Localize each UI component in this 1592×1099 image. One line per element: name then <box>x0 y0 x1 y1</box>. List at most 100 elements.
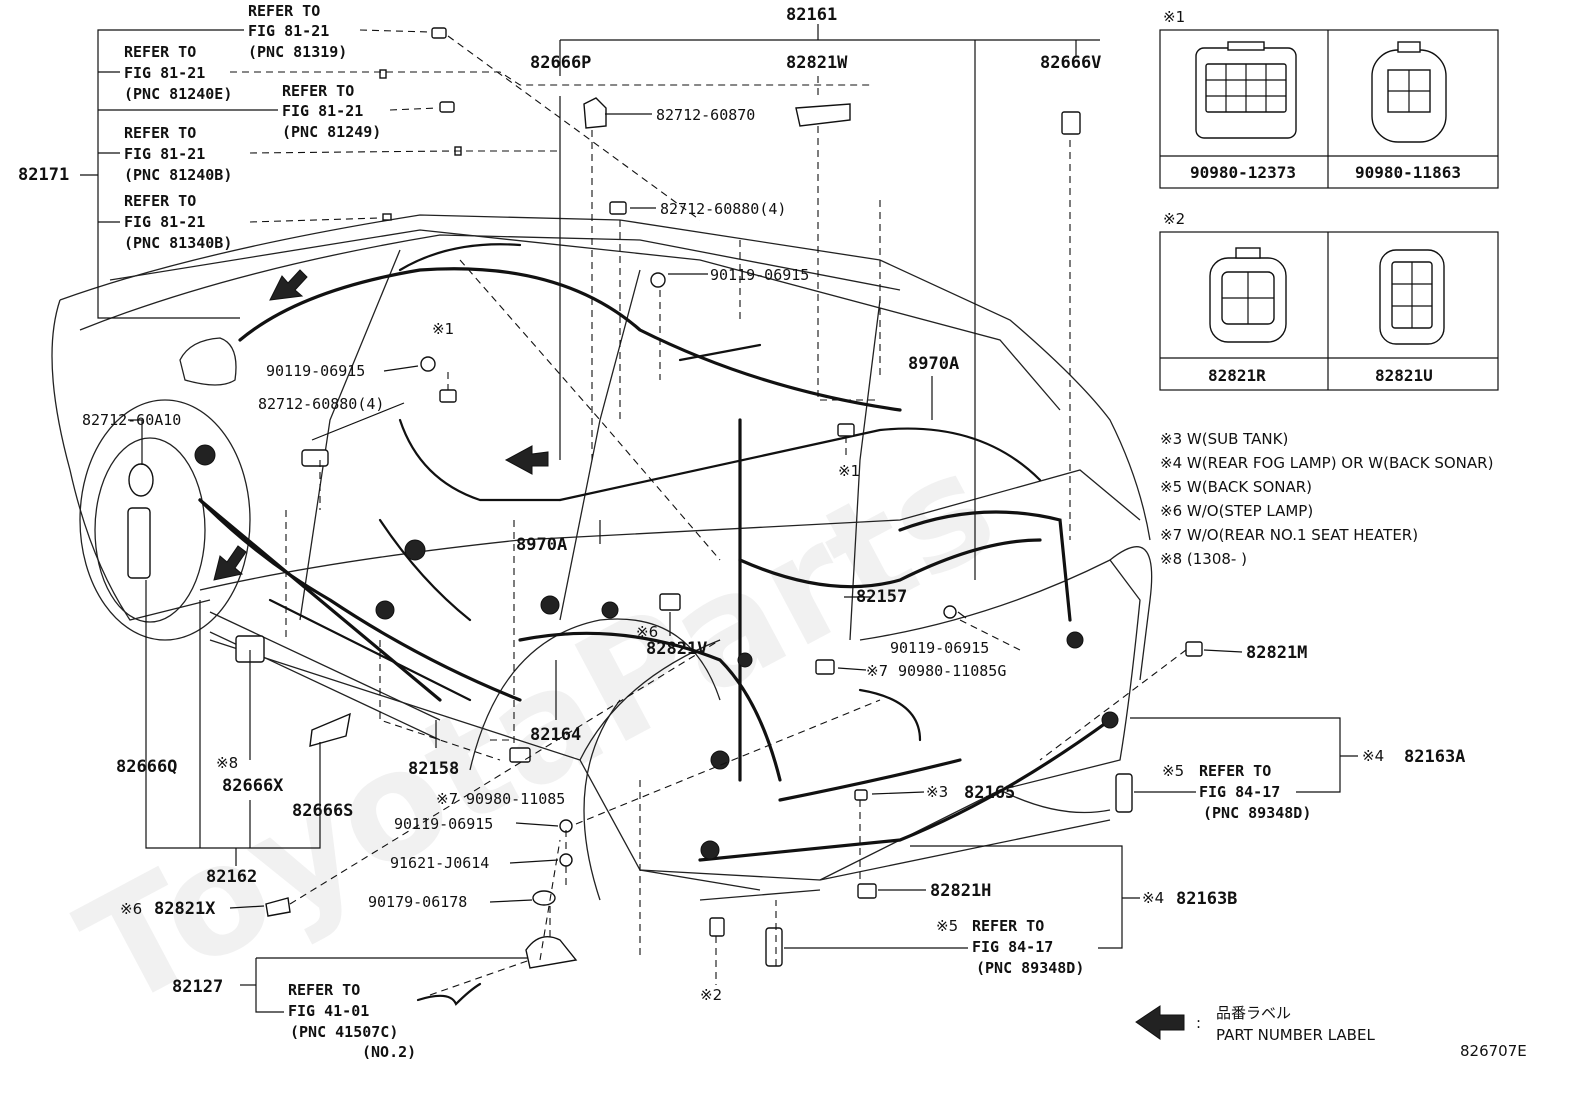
inset-box-1: ※1 90980-12373 90980-11863 <box>1159 8 1499 189</box>
refer1-refer: REFER TO <box>248 2 320 20</box>
label-82162: 82162 <box>206 867 257 887</box>
hose-41507C <box>416 982 482 1006</box>
clip-glyph-81319 <box>431 27 447 39</box>
legend-arrow <box>1135 1005 1185 1040</box>
refer5-refer: REFER TO <box>124 192 196 210</box>
pn-90179-06178: 90179-06178 <box>368 893 467 911</box>
refer2-pnc: (PNC 81240E) <box>124 85 232 103</box>
label-82164: 82164 <box>530 725 581 745</box>
label-82165: 82165 <box>964 783 1015 803</box>
bolt-glyph-left <box>420 356 436 372</box>
protector-82163B <box>765 927 783 967</box>
legend-japanese: 品番ラベル <box>1216 1004 1291 1022</box>
legend-separator: : <box>1196 1014 1201 1032</box>
mark-1-a: ※1 <box>432 320 454 338</box>
inset2-right-label: 82821U <box>1375 366 1433 385</box>
bolt-glyph-91621 <box>559 853 573 867</box>
label-82666V: 82666V <box>1040 53 1101 73</box>
mark-5-b: ※5 <box>936 917 958 935</box>
inset2-mark: ※2 <box>1163 210 1185 228</box>
connector-82821M <box>1185 641 1203 657</box>
clip-glyph-81340B <box>382 213 392 221</box>
label-82171: 82171 <box>18 165 69 185</box>
legend: : 品番ラベル PART NUMBER LABEL <box>1135 1004 1375 1044</box>
connector-82165 <box>854 789 868 801</box>
mark-4-a: ※4 <box>1362 747 1384 765</box>
refer3-pnc: (PNC 81249) <box>282 123 381 141</box>
figure-code: 826707E <box>1460 1042 1527 1060</box>
label-82821X: 82821X <box>154 899 216 919</box>
connector-82821H <box>857 883 877 899</box>
wire-harness-group <box>194 243 1119 862</box>
note-5: ※5 W(BACK SONAR) <box>1160 478 1312 496</box>
label-82163B: 82163B <box>1176 889 1237 909</box>
clip-glyph-82666P <box>583 97 607 129</box>
refer3-refer: REFER TO <box>282 82 354 100</box>
protector-82163A <box>1115 773 1133 813</box>
legend-english: PART NUMBER LABEL <box>1216 1026 1375 1044</box>
pn-82712-60880-4-left: 82712-60880(4) <box>258 395 384 413</box>
note-4: ※4 W(REAR FOG LAMP) OR W(BACK SONAR) <box>1160 454 1493 472</box>
pn-82712-60870: 82712-60870 <box>656 106 755 124</box>
label-82821M: 82821M <box>1246 643 1307 663</box>
pn-91621-J0614: 91621-J0614 <box>390 854 489 872</box>
refer6-pnc: (PNC 89348D) <box>1203 804 1311 822</box>
refer1-pnc: (PNC 81319) <box>248 43 347 61</box>
mark-3: ※3 <box>926 783 948 801</box>
mark-7-a: ※7 <box>866 662 888 680</box>
refer8-pnc: (PNC 41507C) <box>290 1023 398 1041</box>
mark-7-b: ※7 <box>436 790 458 808</box>
mark-4-b: ※4 <box>1142 889 1164 907</box>
refer3-fig: FIG 81-21 <box>282 102 363 120</box>
label-82666Q: 82666Q <box>116 757 177 777</box>
arrow-roof <box>269 269 308 301</box>
refer4-fig: FIG 81-21 <box>124 145 205 163</box>
refer1-fig: FIG 81-21 <box>248 22 329 40</box>
refer7-refer: REFER TO <box>972 917 1044 935</box>
refer6-fig: FIG 84-17 <box>1199 783 1280 801</box>
inset1-right-label: 90980-11863 <box>1355 163 1461 182</box>
clip-glyph-82666V <box>1061 111 1081 135</box>
refer8-fig: FIG 41-01 <box>288 1002 369 1020</box>
label-82821W: 82821W <box>786 53 848 73</box>
refer-blocks: REFER TO FIG 81-21 (PNC 81319) REFER TO … <box>124 2 1311 1061</box>
pn-90119-06915-top: 90119-06915 <box>710 266 809 284</box>
clip-glyph-60880-left <box>301 449 329 467</box>
pn-90980-11085: 90980-11085 <box>466 790 565 808</box>
arrow-side <box>213 545 247 581</box>
label-82666S: 82666S <box>292 801 353 821</box>
label-82163A: 82163A <box>1404 747 1465 767</box>
grommet-82666Q <box>127 507 151 579</box>
refer4-refer: REFER TO <box>124 124 196 142</box>
refer7-fig: FIG 84-17 <box>972 938 1053 956</box>
pn-82712-60A10: 82712-60A10 <box>82 411 181 429</box>
connector-90980-11085G <box>815 659 835 675</box>
mark-6-b: ※6 <box>120 900 142 918</box>
label-82821H: 82821H <box>930 881 991 901</box>
inset-box-2: ※2 82821R 82821U <box>1159 210 1499 391</box>
part-glyphs <box>127 27 1203 1006</box>
inset1-mark: ※1 <box>1163 8 1185 26</box>
refer7-pnc: (PNC 89348D) <box>976 959 1084 977</box>
pn-90119-06915-right: 90119-06915 <box>890 639 989 657</box>
bracket-82127 <box>525 936 578 969</box>
mark-2: ※2 <box>700 986 722 1004</box>
mark-1-b: ※1 <box>838 462 860 480</box>
inset2-left-label: 82821R <box>1208 366 1266 385</box>
clip-glyph-82666S <box>309 712 351 747</box>
note-8: ※8 (1308- ) <box>1160 550 1247 568</box>
note-7: ※7 W/O(REAR NO.1 SEAT HEATER) <box>1160 526 1418 544</box>
note-6: ※6 W/O(STEP LAMP) <box>1160 502 1313 520</box>
connector-mark1-b <box>837 423 855 437</box>
connector-82821V <box>659 593 681 611</box>
pn-90119-06915-left: 90119-06915 <box>266 362 365 380</box>
clip-glyph-60880-top <box>609 201 627 215</box>
leader-lines <box>80 24 1358 1013</box>
label-82666X: 82666X <box>222 776 284 796</box>
refer2-fig: FIG 81-21 <box>124 64 205 82</box>
connector-90980-11085 <box>509 747 531 763</box>
mark-5-a: ※5 <box>1162 762 1184 780</box>
clip-glyph-81249 <box>439 101 455 113</box>
refer8-extra: (NO.2) <box>362 1043 416 1061</box>
